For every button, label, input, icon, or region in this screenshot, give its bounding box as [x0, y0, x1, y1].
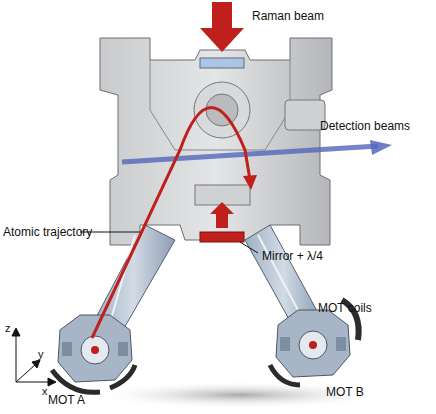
side-port [285, 100, 325, 130]
axis-label: z [5, 322, 11, 334]
cavity-inner [206, 94, 238, 126]
chamber-edge [150, 60, 290, 150]
part-label: MOT B [326, 386, 364, 399]
lower-cavity [195, 185, 250, 205]
atomic-trajectory [92, 108, 250, 339]
part-label: Mirror + λ/4 [262, 250, 323, 263]
part-label: MOT coils [318, 302, 372, 315]
axis-label: y [38, 348, 44, 360]
shadow [90, 381, 390, 409]
mot-a-chamber [52, 315, 135, 392]
beam-label: Detection beams [320, 120, 410, 133]
raman-beam-arrow [200, 2, 244, 52]
part-label: Atomic trajectory [3, 226, 92, 239]
part-label: MOT A [48, 394, 85, 407]
top-window [200, 58, 244, 68]
detection-beam [122, 146, 378, 162]
axes [12, 328, 56, 386]
axis-label: x [42, 385, 48, 397]
vacuum-chamber [100, 38, 332, 245]
beam-label: Raman beam [252, 10, 324, 23]
mirror [200, 232, 244, 242]
reflected-beam-arrow [210, 202, 234, 228]
leader-line [240, 242, 258, 253]
